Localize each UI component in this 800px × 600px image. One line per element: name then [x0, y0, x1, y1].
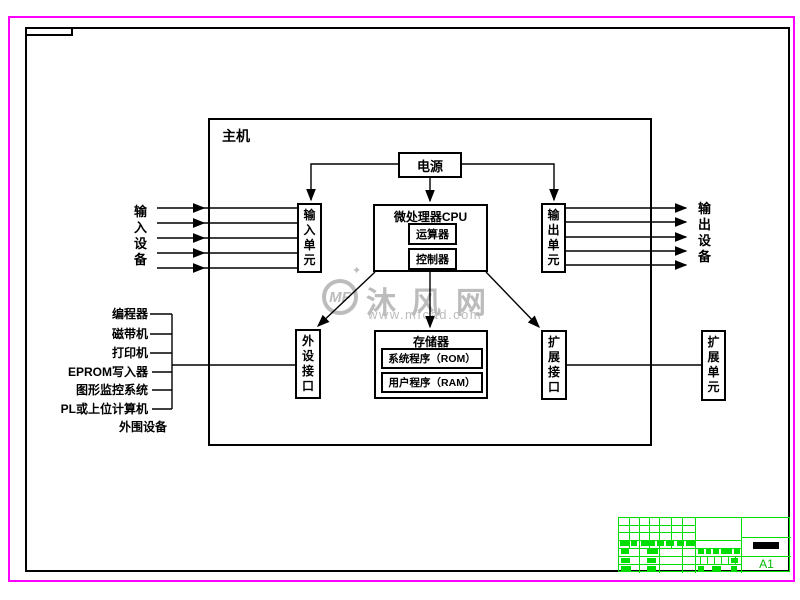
- main-unit-label: 主机: [222, 128, 250, 144]
- frame-zone-notch: [27, 29, 73, 36]
- peripheral-device-label: 外围设备: [118, 420, 167, 434]
- controller-label: 控制器: [416, 254, 449, 266]
- titleblock-text-blob: [666, 541, 674, 546]
- titleblock-text-blob: [647, 558, 656, 563]
- watermark-sparkle-icon: ✦: [352, 265, 362, 277]
- titleblock-text-blob: [620, 541, 629, 546]
- controller-box: 控制器: [408, 248, 457, 270]
- title-block: A1: [618, 517, 791, 573]
- memory-title: 存储器: [412, 335, 449, 349]
- titleblock-text-blob: [734, 549, 740, 554]
- titleblock-text-blob: [621, 566, 631, 571]
- titleblock-text-blob: [686, 541, 695, 546]
- titleblock-text-blob: [621, 549, 629, 554]
- expansion-interface-box: 扩展接口: [541, 330, 567, 400]
- alu-label: 运算器: [416, 229, 449, 241]
- titleblock-text-blob: [721, 549, 732, 554]
- output-devices-label: 输出设备: [697, 201, 711, 264]
- peripheral-device-label: PL或上位计算机: [60, 402, 148, 416]
- titleblock-text-blob: [647, 549, 658, 554]
- peripheral-interface-box: 外设接口: [295, 329, 321, 399]
- titleblock-text-blob: [641, 541, 655, 546]
- drawing-title-blob: [753, 542, 779, 549]
- peripheral-device-label: EPROM写入器: [67, 365, 148, 379]
- input-devices-label: 输入设备: [133, 204, 147, 267]
- titleblock-text-blob: [698, 566, 704, 571]
- alu-box: 运算器: [408, 223, 457, 245]
- memory-box: 存储器 系统程序（ROM） 用户程序（RAM）: [374, 330, 488, 399]
- titleblock-text-blob: [706, 549, 711, 554]
- titleblock-text-blob: [731, 558, 738, 563]
- ram-label: 用户程序（RAM）: [388, 377, 476, 389]
- titleblock-text-blob: [621, 558, 630, 563]
- titleblock-text-blob: [712, 566, 721, 571]
- titleblock-text-blob: [731, 566, 737, 571]
- drawing-frame: [25, 27, 790, 572]
- paper-size-label: A1: [759, 557, 774, 571]
- peripheral-device-label: 磁带机: [111, 327, 148, 341]
- expansion-unit-box: 扩展单元: [701, 330, 726, 401]
- cpu-title: 微处理器CPU: [393, 210, 468, 224]
- power-label: 电源: [416, 158, 443, 174]
- titleblock-text-blob: [647, 566, 656, 571]
- power-box: 电源: [398, 152, 462, 178]
- paper-outer-border: [8, 16, 795, 582]
- main-unit-box: [208, 118, 652, 446]
- titleblock-text-blob: [631, 541, 637, 546]
- cpu-box: 微处理器CPU 运算器 控制器: [373, 204, 488, 272]
- titleblock-text-blob: [657, 541, 664, 546]
- rom-label: 系统程序（ROM）: [388, 353, 476, 365]
- titleblock-text-blob: [677, 541, 684, 546]
- watermark-site-url: www.mfcad.com: [368, 307, 483, 322]
- rom-box: 系统程序（ROM）: [381, 348, 483, 369]
- titleblock-text-blob: [713, 549, 719, 554]
- watermark-site-name: 沐风网: [366, 287, 501, 320]
- output-unit-box: 输出单元: [541, 203, 566, 273]
- ram-box: 用户程序（RAM）: [381, 372, 483, 393]
- input-unit-box: 输入单元: [297, 203, 322, 273]
- peripheral-device-label: 打印机: [111, 346, 148, 360]
- peripheral-device-label: 编程器: [111, 307, 148, 321]
- titleblock-text-blob: [698, 549, 704, 554]
- peripheral-device-label: 图形监控系统: [75, 383, 148, 397]
